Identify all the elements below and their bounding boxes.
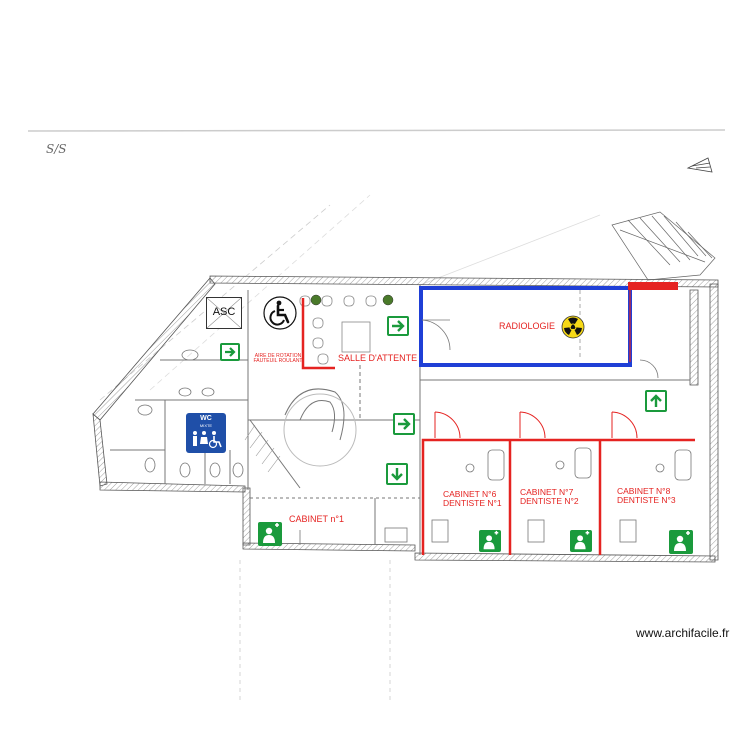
elevator: ASC bbox=[206, 297, 242, 329]
cabinet-7-line2: DENTISTE N°2 bbox=[520, 495, 579, 506]
cabinet-7-label: CABINET N°7 DENTISTE N°2 bbox=[520, 488, 579, 506]
rotation-area-label: AIRE DE ROTATION FAUTEUIL ROULANT bbox=[250, 353, 306, 365]
first-aid-icon bbox=[669, 530, 693, 554]
staircase bbox=[611, 211, 716, 281]
watermark-link[interactable]: www.archifacile.fr bbox=[636, 626, 730, 640]
first-aid-icon bbox=[570, 530, 592, 552]
rotation-area-line1: AIRE DE ROTATION bbox=[254, 353, 302, 359]
cabinet-6-line1: CABINET N°6 bbox=[443, 489, 497, 499]
exit-arrow-right-icon bbox=[387, 316, 409, 336]
wheelchair-icon bbox=[263, 296, 297, 330]
cabinet-6-line2: DENTISTE N°1 bbox=[443, 497, 502, 508]
waiting-room-red-wall bbox=[301, 298, 335, 370]
cabinet-8-label: CABINET N°8 DENTISTE N°3 bbox=[617, 487, 676, 505]
exit-arrow-down-icon bbox=[386, 463, 408, 485]
reception-desk bbox=[283, 388, 357, 467]
rotation-area-line2: FAUTEUIL ROULANT bbox=[253, 358, 303, 365]
cabinet-8-line2: DENTISTE N°3 bbox=[617, 494, 676, 505]
wc-fixtures bbox=[137, 349, 244, 478]
level-label: S/S bbox=[46, 142, 67, 156]
cabinet-doors bbox=[434, 411, 638, 439]
exit-arrow-right-icon bbox=[393, 413, 415, 435]
exterior-walls bbox=[92, 275, 719, 563]
cabinet-1-label: CABINET n°1 bbox=[289, 514, 344, 524]
exit-arrow-up-icon bbox=[645, 390, 667, 412]
cabinet-red-walls bbox=[421, 438, 695, 555]
cabinet-6-label: CABINET N°6 DENTISTE N°1 bbox=[443, 490, 502, 508]
waiting-room-label: SALLE D'ATTENTE bbox=[338, 353, 418, 363]
radiology-red-wall bbox=[628, 282, 678, 290]
cabinet-8-line1: CABINET N°8 bbox=[617, 486, 671, 496]
radiology-doors bbox=[421, 319, 659, 379]
cabinet-7-line1: CABINET N°7 bbox=[520, 487, 574, 497]
exit-arrow-right-icon bbox=[220, 343, 240, 361]
wc-label: WC bbox=[200, 415, 212, 422]
elevator-label: ASC bbox=[212, 306, 236, 318]
dental-chairs bbox=[431, 447, 692, 543]
wc-sublabel: MIXTE bbox=[199, 423, 213, 428]
wc-sign: WC MIXTE bbox=[186, 413, 226, 453]
first-aid-icon bbox=[258, 522, 282, 546]
interior-walls bbox=[110, 285, 690, 555]
plant-icons bbox=[310, 294, 394, 306]
radiation-icon bbox=[561, 315, 585, 339]
waiting-chairs bbox=[299, 295, 377, 365]
radiology-label: RADIOLOGIE bbox=[499, 321, 556, 331]
north-mark bbox=[686, 157, 713, 173]
first-aid-icon bbox=[479, 530, 501, 552]
